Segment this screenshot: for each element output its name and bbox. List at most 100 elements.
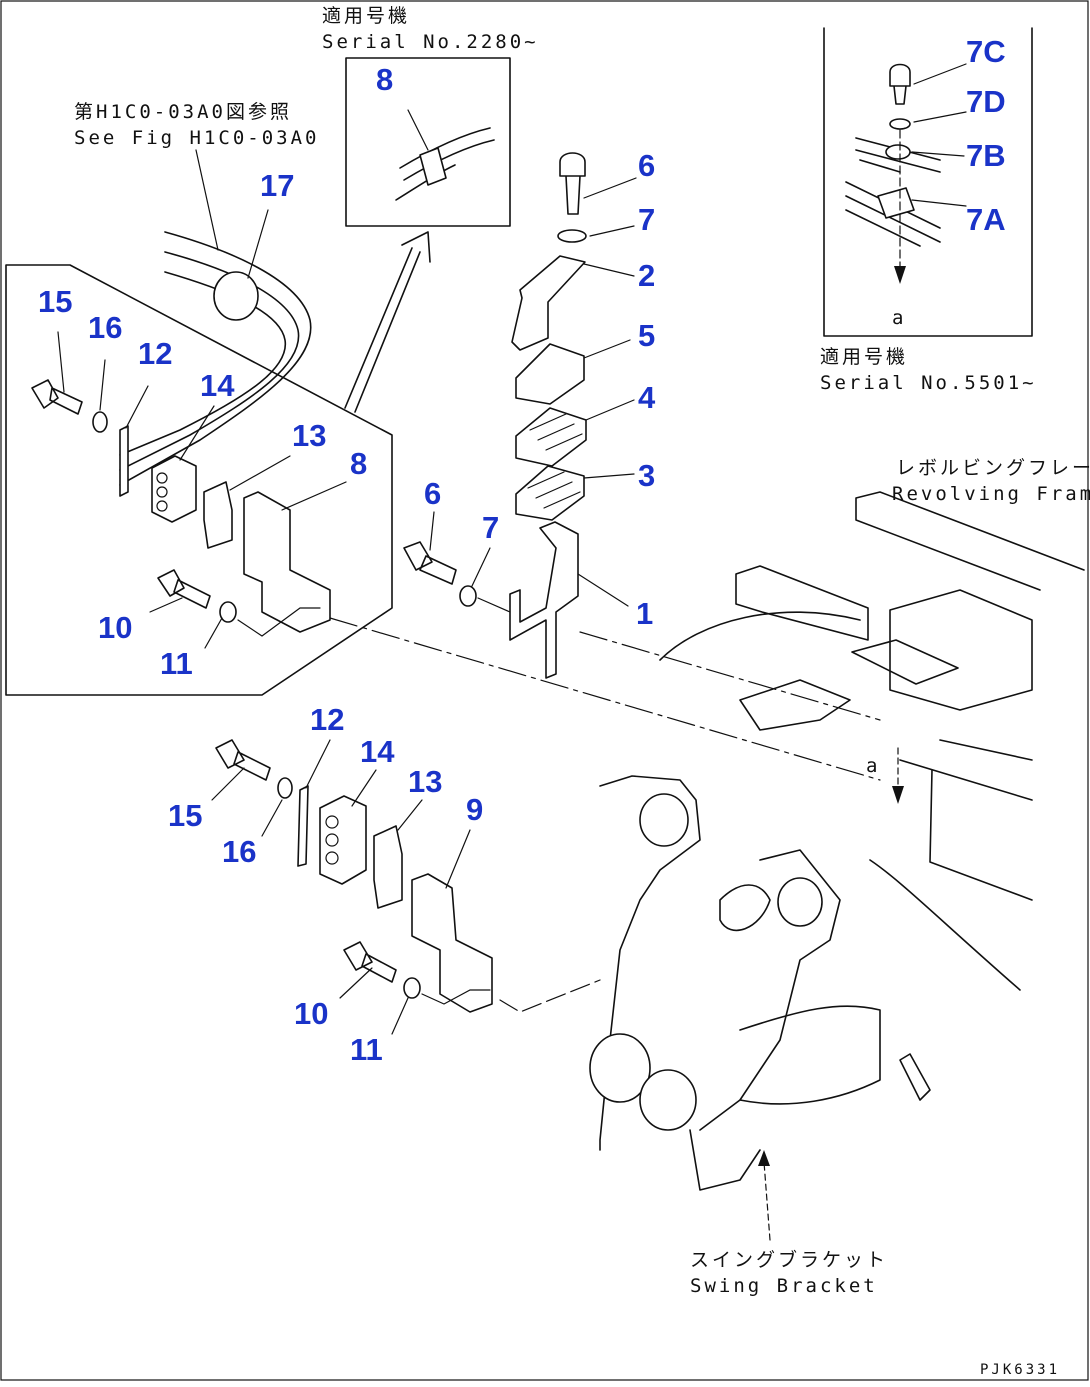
leader-7-mid <box>471 547 491 587</box>
leader-13-low <box>397 799 423 831</box>
leader-16-low <box>261 799 283 837</box>
note-revolving-frame-jp: レボルビングフレーム <box>896 457 1090 479</box>
leader-3 <box>583 473 635 479</box>
callout-11-low: 11 <box>350 1032 383 1067</box>
leader-7C <box>913 63 967 85</box>
leader-11-low <box>391 997 409 1035</box>
leader-9 <box>445 829 471 889</box>
bolt-15-low <box>215 739 271 781</box>
plate-12-low <box>297 785 309 867</box>
callout-13-top: 13 <box>292 418 326 453</box>
callout-8-top: 8 <box>350 446 367 481</box>
cover-2 <box>511 255 586 351</box>
callout-5: 5 <box>638 318 655 353</box>
bracket-1 <box>509 521 579 679</box>
arrow-frame-a <box>892 786 904 804</box>
frame-slot <box>851 639 959 685</box>
note-see-fig-en: See Fig H1C0-03A0 <box>74 127 319 149</box>
callout-4: 4 <box>638 380 656 415</box>
inset-hose-lines <box>395 127 495 201</box>
callout-17: 17 <box>260 168 294 203</box>
callout-15-low: 15 <box>168 798 202 833</box>
callout-16-top: 16 <box>88 310 122 345</box>
callout-3: 3 <box>638 458 655 493</box>
leader-1 <box>577 573 629 607</box>
clamp-3 <box>515 465 585 521</box>
frame-block <box>735 565 869 641</box>
bolt-15-top <box>31 379 83 415</box>
bracket-9 <box>411 873 493 1013</box>
assembly-centerline <box>329 617 881 781</box>
leader-see-fig <box>195 149 219 251</box>
pin-boss-right <box>777 877 823 927</box>
callout-8-inset: 8 <box>376 62 393 97</box>
leader-16-top <box>99 359 106 411</box>
bolt-10-top <box>157 569 211 609</box>
washer-7D <box>889 118 911 130</box>
bracket-8-top <box>243 491 331 633</box>
callout-14-top: 14 <box>200 368 235 403</box>
middle-clamp-stack <box>403 152 881 721</box>
bolt-10-low <box>343 941 397 983</box>
callout-16-low: 16 <box>222 834 256 869</box>
inset-pointer-arrow <box>344 231 431 413</box>
callout-7-mid: 7 <box>482 510 499 545</box>
note-swing-bracket-jp: スイングブラケット <box>690 1248 888 1271</box>
callout-7-top: 7 <box>638 202 655 237</box>
frame-stub <box>899 1053 931 1101</box>
leader-10-low <box>339 967 373 999</box>
callout-2: 2 <box>638 258 655 293</box>
hose-sleeve-17 <box>213 271 259 321</box>
bolt-6-mid <box>403 541 457 585</box>
detail-box-outline <box>5 264 393 696</box>
callout-12-low: 12 <box>310 702 344 737</box>
leader-6-top <box>583 177 637 199</box>
frame-top-rail <box>855 491 1085 591</box>
frame-curve <box>659 611 861 731</box>
pin-boss-lower-left <box>589 1033 651 1103</box>
clamp-7B <box>885 144 911 160</box>
callout-1: 1 <box>636 596 653 631</box>
callout-15-top: 15 <box>38 284 72 319</box>
leader-5 <box>583 339 631 359</box>
inset-leader-8 <box>407 109 429 151</box>
leader-12-low <box>305 739 331 789</box>
callout-7B: 7B <box>966 138 1006 173</box>
callout-10-top: 10 <box>98 610 132 645</box>
bracket-base <box>739 1005 881 1105</box>
washer-16-low <box>277 777 293 799</box>
callout-7D: 7D <box>966 84 1006 119</box>
swing-bracket-right <box>699 849 841 1131</box>
clamp-14-low <box>319 795 367 885</box>
arrow-to-a <box>894 266 906 284</box>
note-revolving-frame-en: Revolving Frame <box>892 483 1090 505</box>
leader-17 <box>247 209 269 279</box>
revolving-frame <box>659 491 1085 991</box>
washer-7-top <box>557 229 587 243</box>
note-swing-bracket-en: Swing Bracket <box>690 1275 878 1297</box>
callout-14-low: 14 <box>360 734 395 769</box>
frame-ribs <box>869 739 1033 991</box>
swing-bracket <box>589 775 931 1241</box>
leader-7B <box>911 151 965 157</box>
washer-16-top <box>92 411 108 433</box>
frame-opening <box>889 589 1033 711</box>
assembly-line-mid <box>579 631 881 721</box>
washer-11-top <box>219 601 237 623</box>
callout-13-low: 13 <box>408 764 442 799</box>
inset-serial-5501 <box>823 27 1033 337</box>
leader-2 <box>583 263 635 277</box>
note-see-fig-jp: 第H1C0-03A0図参照 <box>74 101 292 123</box>
inset-box-2280 <box>345 57 511 227</box>
left-detail-box <box>5 149 393 696</box>
pin-boss-lower <box>639 1069 697 1131</box>
leader-14-top <box>179 405 215 461</box>
pin-boss-upper <box>639 793 689 847</box>
note-serial-5501-en: Serial No.5501~ <box>820 372 1037 394</box>
frame-side <box>929 769 1033 901</box>
leader-15-low <box>211 767 245 801</box>
drawing-code: PJK6331 <box>980 1362 1060 1378</box>
leader-14-low <box>351 769 377 807</box>
washer-7-mid <box>459 585 477 607</box>
